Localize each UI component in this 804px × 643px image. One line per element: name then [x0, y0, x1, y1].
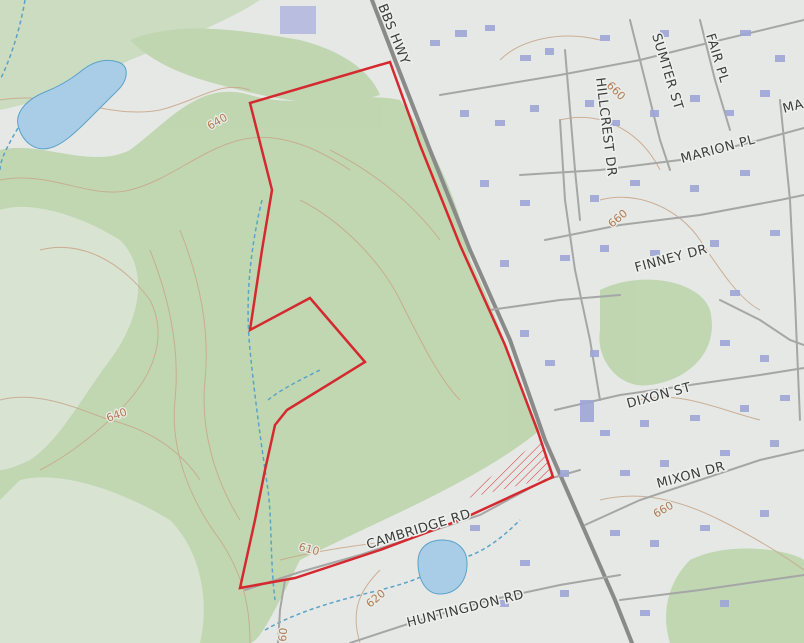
road-marion [519, 127, 804, 176]
road-east-vertical [779, 99, 801, 421]
road-finney [544, 194, 804, 241]
buildings [280, 6, 790, 616]
road-south-vertical [277, 579, 286, 643]
stream-bottom-right [454, 519, 521, 561]
contour-label-60: 60 [276, 627, 290, 642]
road-dixon [554, 367, 804, 411]
clearing-left [0, 206, 139, 471]
label-ma: MA [781, 97, 804, 117]
water-bodies [17, 59, 468, 595]
road-hillcrest [564, 49, 581, 221]
stream-left [0, 127, 19, 171]
road-mixon [584, 449, 804, 526]
road-mid [489, 294, 621, 311]
parcel-outline[interactable] [238, 60, 555, 590]
forest-area-bottom-right [666, 548, 804, 643]
stream-main [247, 199, 276, 601]
stream-top-left [0, 0, 26, 81]
stream-bottom [264, 574, 426, 631]
road-top-cross [439, 19, 804, 96]
clearing-bottom-left [0, 477, 204, 643]
parcel-hatched-area[interactable] [460, 440, 553, 500]
road-vertical-mid [559, 119, 601, 401]
road-southeast [619, 574, 804, 601]
streams [0, 0, 521, 631]
pond-south [417, 539, 468, 595]
forest-area-right [599, 279, 712, 386]
pond-north [17, 59, 127, 150]
road-highway [370, 0, 634, 643]
clearings [0, 206, 204, 643]
road-huntingdon [349, 574, 621, 643]
